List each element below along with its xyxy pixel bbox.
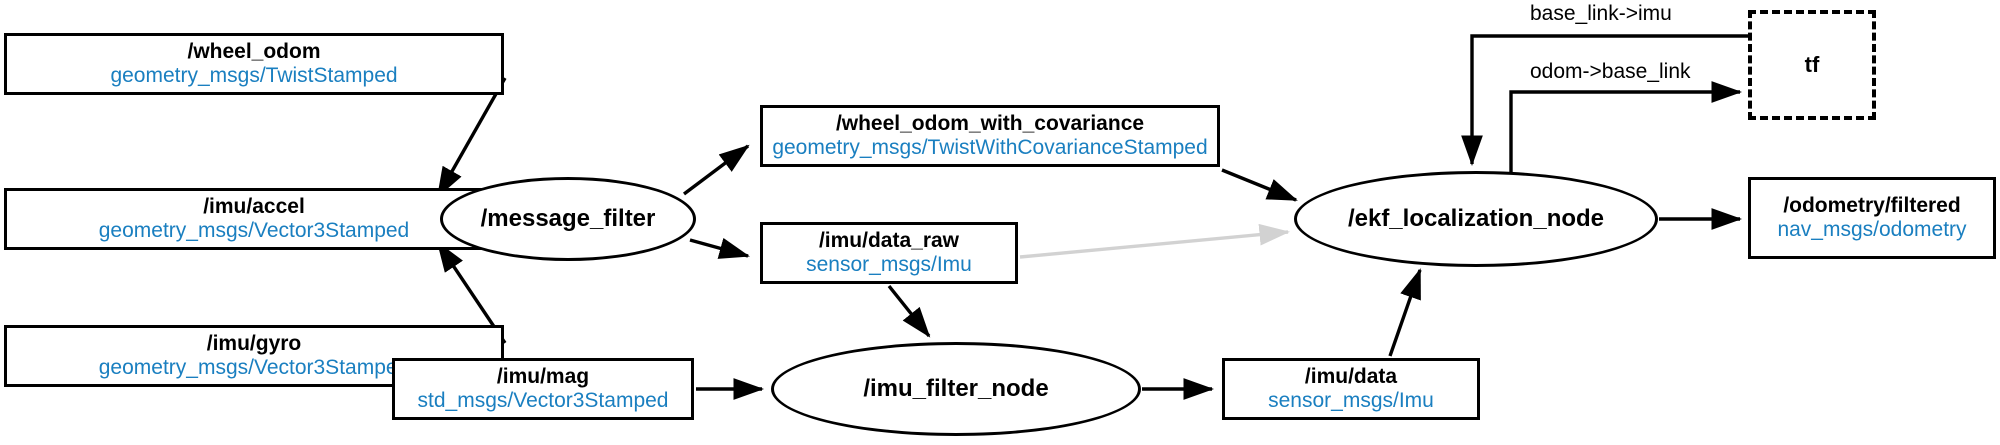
topic-name: /imu/data: [1304, 365, 1398, 389]
topic-type: geometry_msgs/TwistStamped: [110, 64, 398, 87]
topic-box-odometry-filtered[interactable]: /odometry/filtered nav_msgs/odometry: [1748, 177, 1996, 259]
topic-type: geometry_msgs/Vector3Stamped: [98, 219, 410, 242]
topic-box-wheel-odom-with-covariance[interactable]: /wheel_odom_with_covariance geometry_msg…: [760, 105, 1220, 167]
topic-type: sensor_msgs/Imu: [1268, 389, 1434, 412]
topic-box-imu-mag[interactable]: /imu/mag std_msgs/Vector3Stamped: [392, 358, 694, 420]
topic-box-wheel-odom[interactable]: /wheel_odom geometry_msgs/TwistStamped: [4, 33, 504, 95]
topic-name: /imu/gyro: [206, 332, 302, 356]
node-label: /ekf_localization_node: [1347, 205, 1605, 232]
topic-name: /wheel_odom: [187, 40, 321, 64]
topic-name: /imu/mag: [496, 365, 590, 389]
node-label: /message_filter: [480, 205, 656, 232]
tf-label: tf: [1804, 51, 1820, 77]
topic-name: /imu/data_raw: [818, 229, 960, 253]
node-imu-filter-node[interactable]: /imu_filter_node: [771, 342, 1141, 436]
topic-type: geometry_msgs/Vector3Stamped: [98, 356, 410, 379]
topic-type: sensor_msgs/Imu: [806, 253, 972, 276]
topic-box-imu-accel[interactable]: /imu/accel geometry_msgs/Vector3Stamped: [4, 188, 504, 250]
node-message-filter[interactable]: /message_filter: [440, 177, 696, 261]
edge-message-filter-to-wheel-odom-cov: [682, 144, 750, 196]
topic-name: /wheel_odom_with_covariance: [835, 112, 1145, 136]
edge-label-base-link-to-imu: base_link->imu: [1530, 2, 1672, 25]
topic-box-imu-data-raw[interactable]: /imu/data_raw sensor_msgs/Imu: [760, 222, 1018, 284]
node-ekf-localization-node[interactable]: /ekf_localization_node: [1294, 171, 1658, 267]
topic-box-imu-data[interactable]: /imu/data sensor_msgs/Imu: [1222, 358, 1480, 420]
edge-message-filter-to-imu-data-raw: [689, 237, 750, 259]
topic-name: /odometry/filtered: [1783, 194, 1961, 218]
edge-wheel-odom-cov-to-ekf: [1221, 168, 1298, 202]
topic-type: std_msgs/Vector3Stamped: [417, 389, 669, 412]
topic-name: /imu/accel: [203, 195, 305, 219]
edge-imu-data-to-ekf: [1388, 268, 1422, 357]
edge-ekf-to-tf-odom-base-link: [1509, 81, 1743, 172]
edge-tf-to-ekf-base-link-imu: [1461, 34, 1748, 167]
edge-imu-data-raw-to-ekf-faded: [1019, 223, 1291, 259]
topic-type: geometry_msgs/TwistWithCovarianceStamped: [772, 136, 1208, 159]
tf-box[interactable]: tf: [1748, 10, 1876, 120]
edge-wheel-odom-to-message-filter: [436, 77, 507, 198]
edge-imu-data-raw-to-imu-filter-node: [887, 284, 931, 338]
node-label: /imu_filter_node: [863, 375, 1049, 402]
topic-type: nav_msgs/odometry: [1777, 218, 1967, 241]
edge-label-odom-to-base-link: odom->base_link: [1530, 60, 1691, 83]
